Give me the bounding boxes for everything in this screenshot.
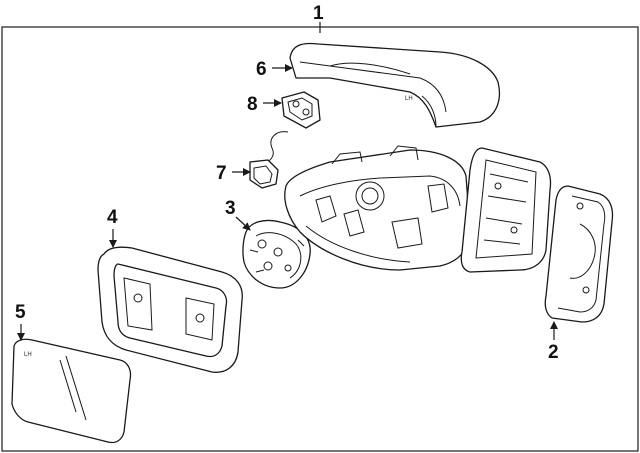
callout-6-label: 6	[256, 59, 267, 80]
mirror-mount-base	[460, 147, 552, 273]
callout-5-label: 5	[15, 302, 26, 323]
part-2-seal	[544, 185, 614, 323]
callout-4-label: 4	[107, 207, 118, 228]
callout-7-label: 7	[216, 163, 227, 184]
callout-8: 8	[247, 94, 282, 115]
callout-3-label: 3	[225, 198, 236, 219]
callout-6: 6	[256, 59, 293, 80]
part-6-mirror-cover: LH	[289, 42, 501, 128]
callout-8-label: 8	[247, 94, 258, 115]
callout-3: 3	[225, 198, 251, 231]
callout-2: 2	[548, 321, 559, 363]
part-8-signal-lamp	[281, 91, 321, 129]
mirror-housing	[284, 145, 471, 271]
part-7-puddle-lamp	[249, 131, 289, 189]
glass-molded-mark: LH	[24, 352, 32, 358]
part-4-mirror-frame	[97, 246, 243, 373]
part-3-motor-actuator	[242, 219, 311, 289]
callout-5: 5	[15, 302, 26, 341]
callout-7: 7	[216, 163, 251, 184]
callout-1-label: 1	[313, 3, 324, 24]
cover-molded-mark: LH	[405, 96, 413, 102]
callout-4: 4	[107, 207, 118, 248]
callout-2-label: 2	[548, 342, 559, 363]
callout-1: 1	[313, 3, 324, 33]
part-5-mirror-glass: LH	[11, 338, 132, 444]
